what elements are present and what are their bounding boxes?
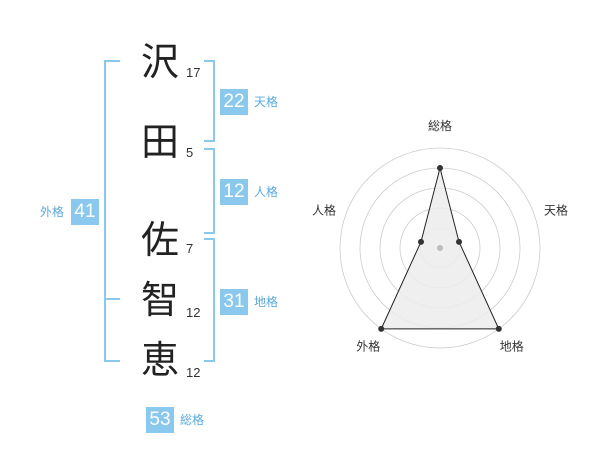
name-char-1: 沢 <box>140 40 179 84</box>
chikaku-label: 地格 <box>254 295 279 309</box>
tenkaku-label: 天格 <box>254 95 279 109</box>
jinkaku-badge: 12 <box>220 179 248 205</box>
stroke-count-3: 7 <box>186 241 194 256</box>
tenkaku-badge: 22 <box>220 89 248 115</box>
radar-axis-label-4: 外格 <box>356 339 380 354</box>
name-char-5: 恵 <box>140 338 179 382</box>
chikaku-bracket <box>204 238 215 362</box>
name-char-4: 智 <box>140 278 179 322</box>
radar-point-4 <box>378 325 385 332</box>
gaikaku-label: 外格 <box>40 205 65 219</box>
radar-grid-ring <box>339 147 541 349</box>
radar-axis-label-3: 地格 <box>500 339 524 354</box>
stroke-count-2: 5 <box>186 145 194 160</box>
gaikaku-bracket <box>104 60 120 362</box>
stroke-count-1: 17 <box>186 65 201 80</box>
soukaku-badge: 53 <box>146 407 174 433</box>
radar-axis-label-1: 総格 <box>428 118 452 133</box>
radar-point-5 <box>417 238 424 245</box>
jinkaku-bracket <box>204 148 215 234</box>
name-char-2: 田 <box>140 120 179 164</box>
gaikaku-bracket-divider <box>104 298 120 300</box>
name-char-3: 佐 <box>140 218 179 262</box>
radar-center-point <box>437 245 443 251</box>
radar-axis-label-5: 人格 <box>312 202 336 217</box>
gaikaku-badge: 41 <box>71 199 99 225</box>
stroke-count-5: 12 <box>186 365 201 380</box>
chikaku-badge: 31 <box>220 289 248 315</box>
soukaku-label: 総格 <box>180 413 205 427</box>
radar-point-2 <box>456 238 463 245</box>
radar-point-3 <box>495 325 502 332</box>
tenkaku-bracket <box>204 60 215 142</box>
stroke-count-4: 12 <box>186 305 201 320</box>
radar-axis-label-2: 天格 <box>544 202 568 217</box>
jinkaku-label: 人格 <box>254 185 279 199</box>
radar-point-1 <box>437 165 443 171</box>
